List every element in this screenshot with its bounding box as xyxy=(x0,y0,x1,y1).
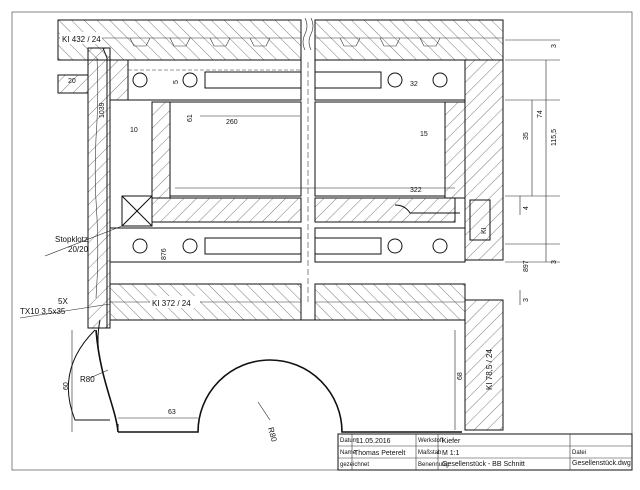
tb-benennung-label: Benennung xyxy=(418,462,449,468)
tb-werkstoff-label: Werkstoff xyxy=(418,438,443,444)
break-line xyxy=(302,17,314,51)
side-board-label: KI 78,5 / 24 xyxy=(485,349,494,390)
screws-label-1: 5X xyxy=(58,297,68,306)
dim-60: 60 xyxy=(63,382,70,390)
left-frame xyxy=(57,47,129,329)
dim-r80a: R80 xyxy=(80,375,95,384)
drawer-box xyxy=(121,101,466,227)
dim-897: 897 xyxy=(523,260,530,272)
title-block xyxy=(337,433,633,471)
dim-35: 35 xyxy=(523,132,530,140)
screws-label-2: TX10 3,5x35 xyxy=(20,307,66,316)
dim-3c: 3 xyxy=(523,298,530,302)
dim-68: 68 xyxy=(457,372,464,380)
dim-876: 876 xyxy=(161,248,168,260)
top-board-label: KI 432 / 24 xyxy=(62,35,101,44)
mid-board xyxy=(109,283,466,321)
side-small-label: KI xyxy=(481,227,488,234)
tb-werkstoff: Kiefer xyxy=(442,438,461,445)
drawing-frame xyxy=(11,11,633,471)
right-side xyxy=(464,59,504,431)
dim-r80b: R80 xyxy=(266,426,279,443)
top-board xyxy=(57,19,504,61)
tb-datum-label: Datum xyxy=(340,438,358,444)
tb-massstab-label: Maßstab xyxy=(418,450,442,456)
dim-74: 74 xyxy=(537,110,544,118)
tb-name: Thomas Peterelt xyxy=(354,450,405,457)
dim-20: 20 xyxy=(68,78,76,85)
stopklotz-label-2: 20/20 xyxy=(68,245,89,254)
dim-5: 5 xyxy=(173,80,180,84)
tb-datei-label: Datei xyxy=(572,450,586,456)
tb-geprueft-label: gezeichnet xyxy=(340,462,369,468)
dim-260: 260 xyxy=(226,119,238,126)
dim-3a: 3 xyxy=(551,44,558,48)
dim-61: 61 xyxy=(187,114,194,122)
dim-10: 10 xyxy=(130,127,138,134)
upper-rail xyxy=(127,59,466,101)
tb-name-label: Name xyxy=(340,450,357,456)
tb-massstab: M 1:1 xyxy=(442,450,460,457)
tb-benennung: Gesellenstück - BB Schnitt xyxy=(442,461,525,468)
dim-3b: 3 xyxy=(551,260,558,264)
right-dimensions xyxy=(505,39,560,305)
dim-63: 63 xyxy=(168,409,176,416)
dim-15: 15 xyxy=(420,131,428,138)
mid-board-label: KI 372 / 24 xyxy=(152,299,191,308)
foot-profile xyxy=(67,319,465,433)
tb-datei: Gesellenstück.dwg xyxy=(572,460,631,467)
dim-322: 322 xyxy=(410,187,422,194)
stopklotz-label-1: Stopklotz xyxy=(55,235,88,244)
dim-115: 115,5 xyxy=(551,129,558,146)
tb-datum: 11.05.2016 xyxy=(356,438,391,445)
dim-4: 4 xyxy=(523,206,530,210)
dim-32: 32 xyxy=(410,81,418,88)
dim-1039: 1039 xyxy=(99,102,106,118)
